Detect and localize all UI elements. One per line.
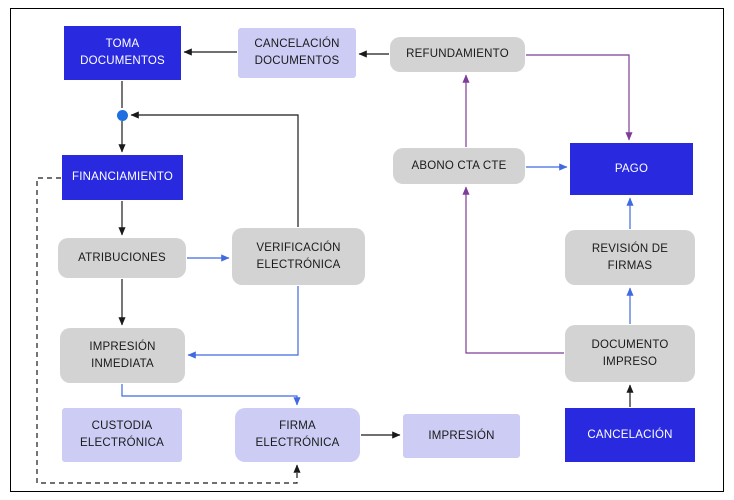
node-cancelacion-documentos: CANCELACIÓN DOCUMENTOS <box>238 28 356 78</box>
node-impresion-inmediata: IMPRESIÓN INMEDIATA <box>60 328 185 383</box>
edge-verificacion-to-junction <box>130 111 299 227</box>
edge-refundamiento-to-pago <box>526 54 633 141</box>
node-toma-documentos: TOMA DOCUMENTOS <box>64 26 181 80</box>
node-verificacion-electronica: VERIFICACIÓN ELECTRÓNICA <box>232 228 365 285</box>
edge-documento-impreso-to-abono <box>462 186 564 354</box>
node-documento-impreso: DOCUMENTO IMPRESO <box>565 325 695 382</box>
node-financiamiento: FINANCIAMIENTO <box>62 155 183 200</box>
node-refundamiento: REFUNDAMIENTO <box>390 37 525 72</box>
node-cancelacion: CANCELACIÓN <box>565 408 695 462</box>
node-atribuciones: ATRIBUCIONES <box>58 238 186 278</box>
node-impresion: IMPRESIÓN <box>403 414 520 458</box>
junction-dot <box>116 109 128 121</box>
node-revision-de-firmas: REVISIÓN DE FIRMAS <box>565 230 695 285</box>
edge-financiamiento-to-firma-dashed <box>36 177 301 484</box>
node-pago: PAGO <box>570 143 693 195</box>
edge-verificacion-to-impresion-inmediata <box>187 286 299 359</box>
node-abono-cta-cte: ABONO CTA CTE <box>393 148 525 184</box>
node-firma-electronica: FIRMA ELECTRÓNICA <box>235 408 360 462</box>
node-custodia-electronica: CUSTODIA ELECTRÓNICA <box>62 408 182 462</box>
edge-impresion-inmediata-to-firma <box>121 384 301 406</box>
